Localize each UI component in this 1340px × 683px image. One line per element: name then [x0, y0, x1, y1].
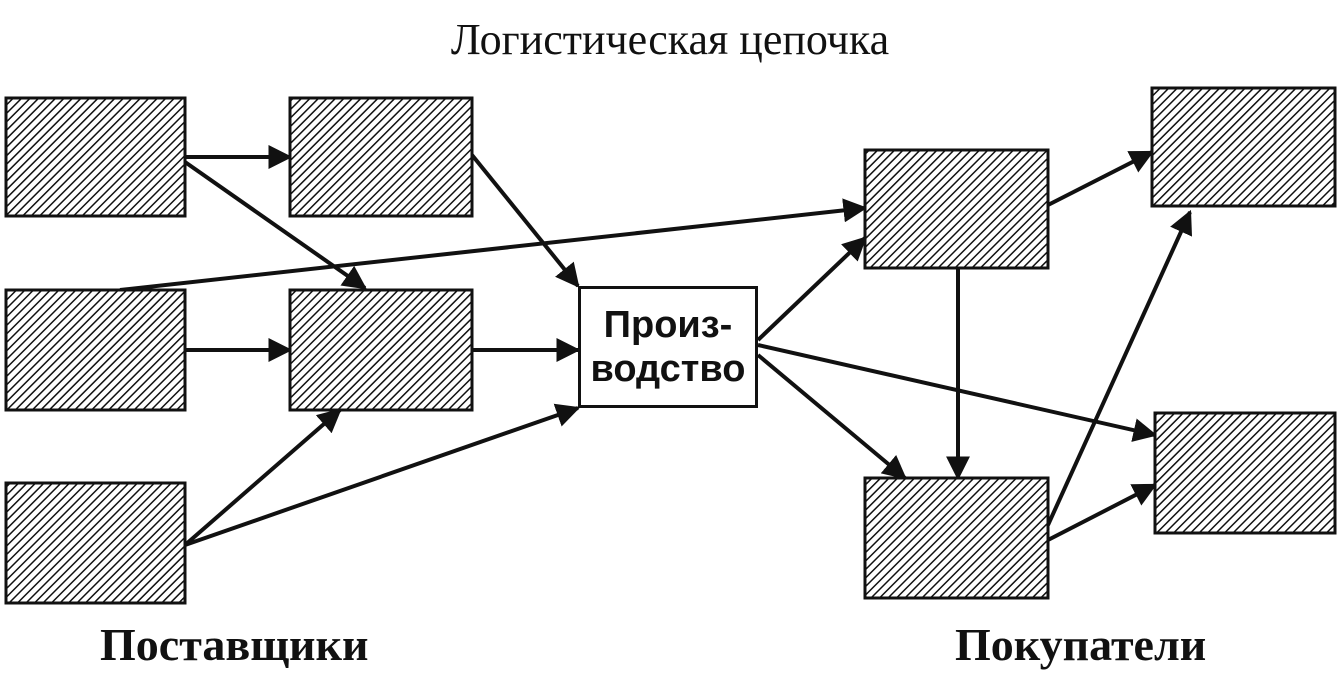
distributor-box-1	[863, 148, 1050, 270]
suppliers-label: Поставщики	[100, 619, 369, 670]
nodes	[4, 86, 1337, 605]
intermediate-box-2	[288, 288, 474, 412]
customer-box-2	[1153, 411, 1337, 535]
supplier-box-3	[4, 481, 187, 605]
production-label-line2: водство	[590, 348, 746, 390]
supplier-box-1	[4, 96, 187, 218]
distributor-box-2	[863, 476, 1050, 600]
arrow-s3-production	[184, 403, 581, 547]
arrow-m1-production	[470, 153, 580, 288]
connectors	[119, 145, 1193, 547]
buyers-label: Покупатели	[955, 619, 1207, 670]
arrow-s2-d1	[119, 198, 868, 292]
arrow-s3-m2	[183, 408, 342, 547]
production-label-line1: Произ-	[603, 304, 733, 346]
supplier-box-2	[4, 288, 187, 412]
arrow-d2-c1	[1046, 209, 1193, 526]
diagram-title: Логистическая цепочка	[450, 15, 890, 64]
arrow-d2-c2	[1047, 483, 1158, 542]
arrow-d1-c1	[1047, 150, 1155, 207]
production-box: Произ- водство	[578, 286, 758, 408]
intermediate-box-1	[288, 96, 474, 218]
customer-box-1	[1150, 86, 1337, 208]
arrow-production-d1	[756, 236, 867, 342]
arrow-production-d2	[756, 353, 907, 480]
